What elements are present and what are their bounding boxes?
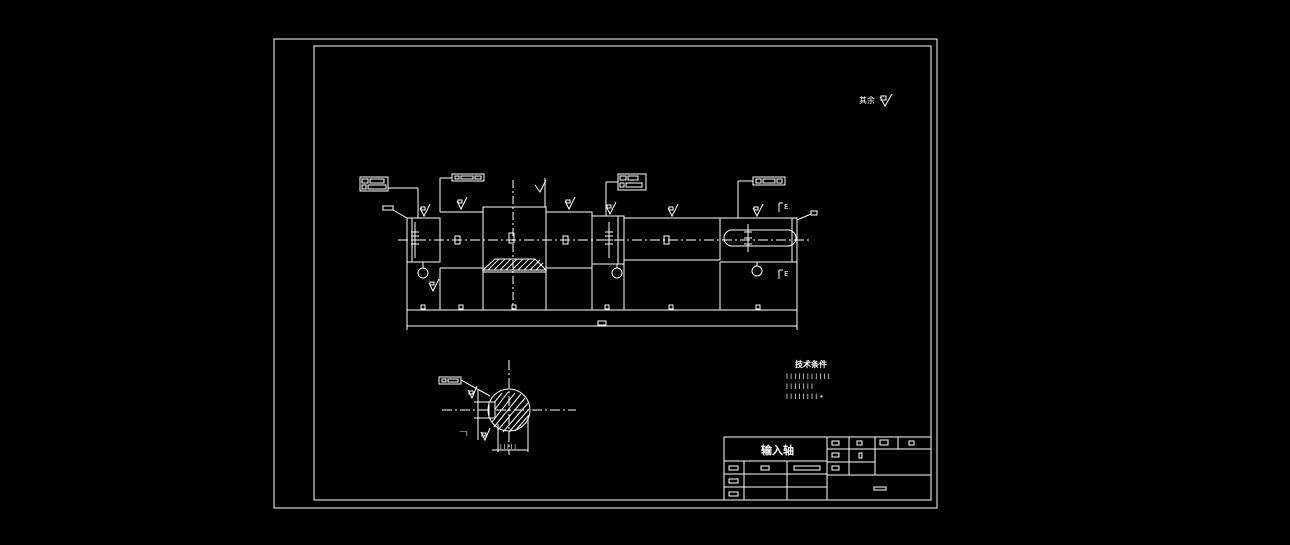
title-block: 输入轴 [723, 436, 932, 501]
tolerance-callouts [359, 173, 818, 221]
tech-req-title: 技术条件 [795, 359, 827, 369]
shaft-segment-5 [592, 215, 625, 265]
datum-markers [417, 262, 763, 279]
gear-tooth-section [481, 258, 548, 271]
keyway-slot [723, 229, 797, 247]
section-cut-markers [778, 202, 783, 279]
section-circle [487, 388, 531, 432]
diameter-dimension-ticks [411, 222, 752, 258]
tech-req-line-3: l l l l l l l l • [786, 393, 824, 401]
roughness-symbols [419, 196, 764, 293]
section-view: l l l l l ‾‾l [438, 360, 576, 455]
overall-length-value [597, 320, 607, 326]
roughness-note: 其余 [859, 93, 893, 108]
section-keyway [488, 401, 496, 419]
section-label-top: E [784, 203, 788, 211]
inner-drawing-frame [313, 45, 932, 501]
shaft-segment-4 [546, 211, 593, 269]
roughness-note-text: 其余 [859, 95, 875, 105]
tech-req-line-1: l l l l l l l l l l l [786, 373, 830, 381]
section-dim-left: ‾‾l [459, 431, 468, 438]
shaft-segment-7 [720, 217, 798, 263]
section-label-bottom: E [784, 270, 788, 278]
length-dimensions [407, 304, 797, 327]
shaft-segment-6 [624, 217, 721, 261]
part-name: 输入轴 [761, 443, 794, 457]
shaft-main-view: E E [359, 173, 818, 330]
outer-sheet-border [273, 38, 938, 509]
tech-req-line-2: l l l l l l l [786, 383, 813, 391]
section-dim-text: l l l l l [500, 444, 516, 451]
technical-requirements: 技术条件 l l l l l l l l l l l l l l l l l l… [786, 359, 830, 401]
shaft-segment-1 [406, 217, 441, 263]
roughness-value-box [880, 95, 887, 101]
extension-lines [406, 262, 798, 330]
